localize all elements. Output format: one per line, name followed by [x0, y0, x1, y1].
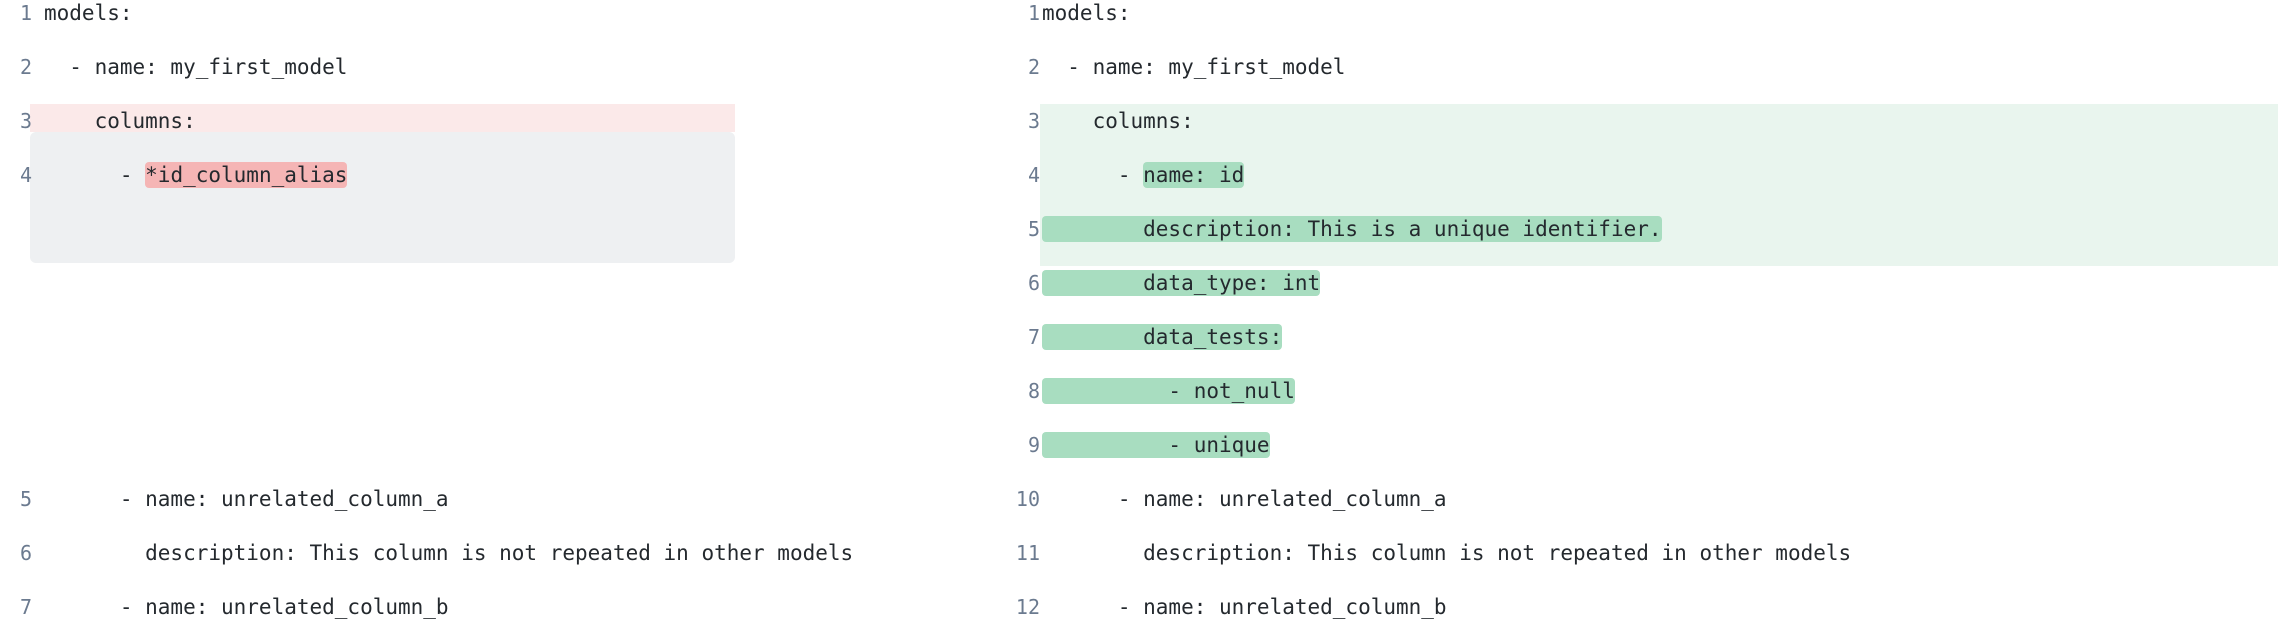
line-text-plain: - — [1042, 163, 1144, 187]
line-content: - not_null — [1042, 378, 1295, 405]
added-word-highlight: name: id — [1143, 162, 1245, 188]
diff-line-after-6: 6 data_type: int — [1012, 270, 2278, 297]
added-word-highlight: data_type: int — [1042, 270, 1321, 296]
line-number: 8 — [1027, 379, 1040, 403]
line-content: - name: my_first_model — [44, 55, 348, 79]
line-number: 11 — [1015, 541, 1040, 565]
added-word-highlight: - not_null — [1042, 378, 1295, 404]
added-word-highlight: - unique — [1042, 432, 1270, 458]
line-content: - unique — [1042, 432, 1270, 459]
line-number: 7 — [1027, 325, 1040, 349]
diff-line-after-2: 2 - name: my_first_model — [1012, 54, 2278, 81]
line-number: 12 — [1015, 595, 1040, 619]
line-number: 7 — [19, 595, 32, 619]
removed-row-background — [30, 104, 735, 132]
line-content: - *id_column_alias — [44, 162, 348, 189]
added-word-highlight: data_tests: — [1042, 324, 1283, 350]
diff-line-after-8: 8 - not_null — [1012, 378, 2278, 405]
line-number: 5 — [1027, 217, 1040, 241]
added-word-highlight: description: This is a unique identifier… — [1042, 216, 1662, 242]
removed-word-highlight: *id_column_alias — [145, 162, 348, 188]
diff-line-after-10: 10 - name: unrelated_column_a — [1012, 486, 2278, 513]
line-content: models: — [1042, 1, 1131, 25]
diff-line-before-filler — [0, 216, 1000, 243]
line-number: 9 — [1027, 433, 1040, 457]
diff-line-after-9: 9 - unique — [1012, 432, 2278, 459]
line-content: data_tests: — [1042, 324, 1283, 351]
line-number: 1 — [19, 1, 32, 25]
diff-line-after-11: 11 description: This column is not repea… — [1012, 540, 2278, 567]
diff-line-before-filler — [0, 270, 1000, 297]
diff-line-before-4: 4 - *id_column_alias — [0, 162, 1000, 189]
empty-filler-background — [30, 132, 735, 263]
line-content: description: This is a unique identifier… — [1042, 216, 1662, 243]
line-content: columns: — [1042, 109, 1194, 133]
line-content: models: — [44, 1, 133, 25]
diff-line-after-12: 12 - name: unrelated_column_b — [1012, 594, 2278, 621]
line-content: - name: id — [1042, 162, 1245, 189]
line-content: description: This column is not repeated… — [44, 541, 854, 565]
diff-line-before-3: 3 columns: — [0, 108, 1000, 135]
diff-line-before-filler — [0, 378, 1000, 405]
line-content: data_type: int — [1042, 270, 1321, 297]
diff-line-before-2: 2 - name: my_first_model — [0, 54, 1000, 81]
line-number: 3 — [1027, 109, 1040, 133]
line-content: columns: — [44, 109, 196, 133]
diff-line-after-7: 7 data_tests: — [1012, 324, 2278, 351]
diff-line-before-6: 6 description: This column is not repeat… — [0, 540, 1000, 567]
diff-line-before-filler — [0, 324, 1000, 351]
line-content: - name: unrelated_column_b — [44, 595, 449, 619]
diff-pane-before: 1 models: 2 - name: my_first_model 3 column… — [0, 0, 1000, 619]
line-number: 3 — [19, 109, 32, 133]
diff-line-after-3: 3 columns: — [1012, 108, 2278, 135]
line-content: - name: unrelated_column_b — [1042, 595, 1447, 619]
diff-lines-before: 1 models: 2 - name: my_first_model 3 column… — [0, 0, 1000, 619]
diff-line-before-5: 5 - name: unrelated_column_a — [0, 486, 1000, 513]
line-number: 10 — [1015, 487, 1040, 511]
line-number: 6 — [1027, 271, 1040, 295]
line-number: 4 — [19, 163, 32, 187]
diff-line-after-4: 4 - name: id — [1012, 162, 2278, 189]
diff-line-after-5: 5 description: This is a unique identifi… — [1012, 216, 2278, 243]
line-number: 1 — [1027, 1, 1040, 25]
line-content: description: This column is not repeated… — [1042, 541, 1852, 565]
line-number: 5 — [19, 487, 32, 511]
line-number: 4 — [1027, 163, 1040, 187]
line-number: 6 — [19, 541, 32, 565]
line-content: - name: my_first_model — [1042, 55, 1346, 79]
line-content: - name: unrelated_column_a — [1042, 487, 1447, 511]
diff-line-before-filler — [0, 432, 1000, 459]
diff-line-before-1: 1 models: — [0, 0, 1000, 27]
diff-line-before-7: 7 - name: unrelated_column_b — [0, 594, 1000, 621]
line-content: - name: unrelated_column_a — [44, 487, 449, 511]
line-number: 2 — [1027, 55, 1040, 79]
line-number: 2 — [19, 55, 32, 79]
line-text-plain: - — [44, 163, 146, 187]
